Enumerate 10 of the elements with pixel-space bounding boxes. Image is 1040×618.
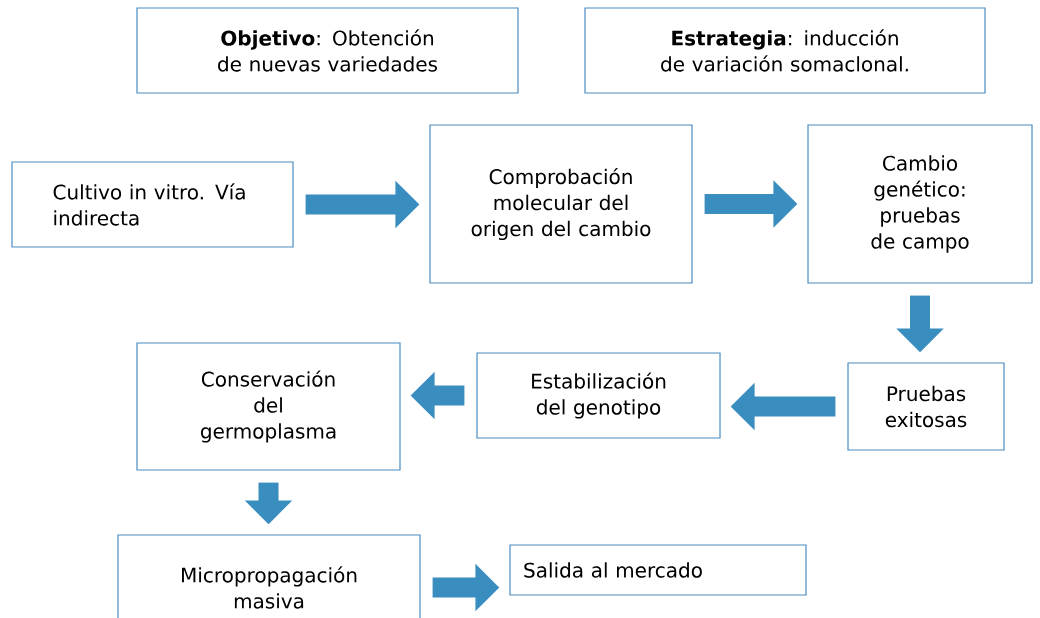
process-box: Pruebas exitosas — [847, 362, 1005, 451]
process-box: Micropropagación masiva — [117, 534, 421, 618]
process-box: Conservación del germoplasma — [136, 342, 401, 471]
process-box: Cultivo in vitro. Vía indirecta — [11, 161, 294, 248]
process-box: Comprobación molecular del origen del cambio — [429, 124, 693, 284]
process-box: Salida al mercado — [509, 544, 807, 596]
process-box: Estrategia: inducción de variación somaclonal. — [584, 7, 986, 94]
process-box: Cambio genético: pruebas de campo — [807, 124, 1033, 284]
process-box: Objetivo: Obtención de nuevas variedades — [136, 7, 519, 94]
process-box: Estabilización del genotipo — [476, 352, 721, 439]
